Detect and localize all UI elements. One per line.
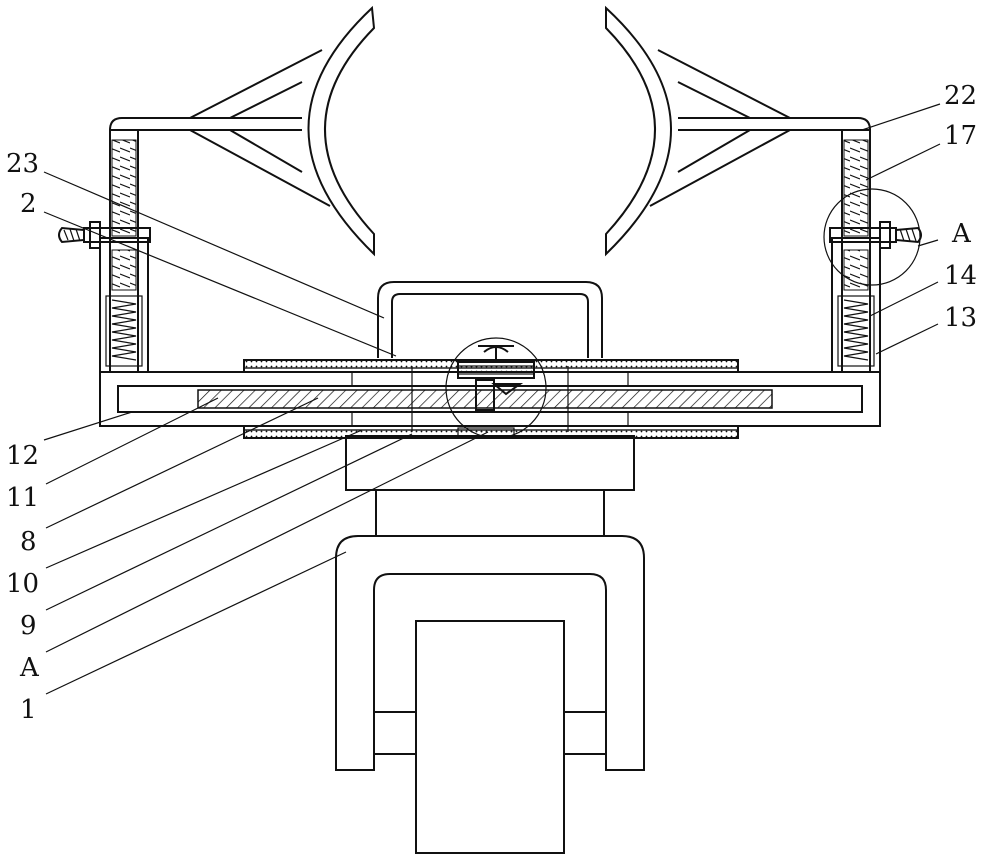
base-stand — [335, 435, 645, 854]
label-1: 1 — [20, 695, 37, 725]
label-8: 8 — [20, 527, 37, 557]
label-a-right: A — [951, 219, 972, 249]
label-11: 11 — [6, 483, 39, 513]
label-13: 13 — [944, 303, 977, 333]
reference-labels: 22 17 23 2 A 14 13 12 11 8 10 9 A 1 — [6, 81, 977, 725]
label-22: 22 — [944, 81, 977, 111]
label-2: 2 — [20, 189, 37, 219]
label-9: 9 — [20, 611, 37, 641]
label-12: 12 — [6, 441, 39, 471]
leader-lines — [43, 103, 941, 695]
label-14: 14 — [944, 261, 977, 291]
left-clamp-arm — [189, 5, 376, 257]
right-clamp-arm — [605, 5, 791, 257]
label-17: 17 — [944, 121, 977, 151]
right-column — [792, 117, 922, 373]
handle — [377, 281, 603, 358]
label-a-bottom: A — [19, 653, 40, 683]
top-bars — [110, 117, 870, 131]
central-lock-assembly — [445, 337, 547, 439]
label-23: 23 — [6, 149, 39, 179]
label-10: 10 — [6, 569, 39, 599]
